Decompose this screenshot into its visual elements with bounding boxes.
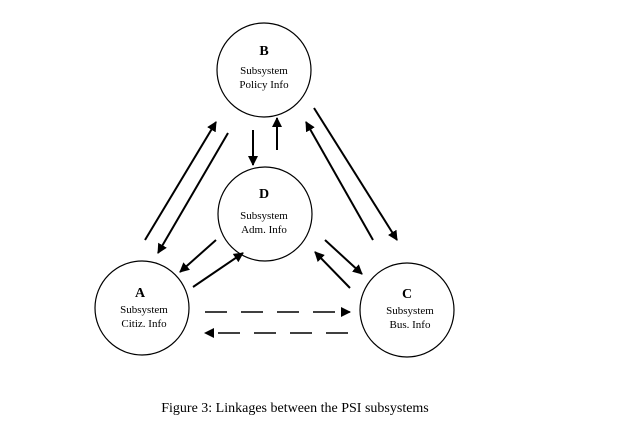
node-c-letter: C [402,287,412,302]
node-b-circle [216,22,312,118]
arrow-b-to-c [313,107,398,241]
node-b-line2: Policy Info [239,79,289,91]
arrow-b-to-a [157,132,229,254]
arrow-c-to-b [305,121,374,241]
arrow-a-to-d [192,252,244,288]
node-a-letter: A [135,286,146,301]
figure-caption: Figure 3: Linkages between the PSI subsy… [0,401,626,417]
node-c: C Subsystem Bus. Info [359,262,455,358]
node-c-line2: Bus. Info [390,319,431,331]
node-b-letter: B [259,44,268,59]
node-b-line1: Subsystem [240,65,288,77]
node-a-line2: Citiz. Info [121,318,167,330]
arrow-c-to-d [314,251,351,289]
node-d-line1: Subsystem [240,210,288,222]
node-d-letter: D [259,187,269,202]
arrow-d-to-a [179,239,217,273]
node-d-line2: Adm. Info [241,224,287,236]
node-a: A Subsystem Citiz. Info [94,260,190,356]
arrow-d-to-c [324,239,363,275]
node-c-circle [359,262,455,358]
node-a-circle [94,260,190,356]
node-d-circle [217,166,313,262]
node-c-line1: Subsystem [386,305,434,317]
node-a-line1: Subsystem [120,304,168,316]
arrow-a-to-b [144,121,217,241]
figure-caption-text: Figure 3: Linkages between the PSI subsy… [161,401,429,416]
node-d: D Subsystem Adm. Info [217,166,313,262]
node-b: B Subsystem Policy Info [216,22,312,118]
